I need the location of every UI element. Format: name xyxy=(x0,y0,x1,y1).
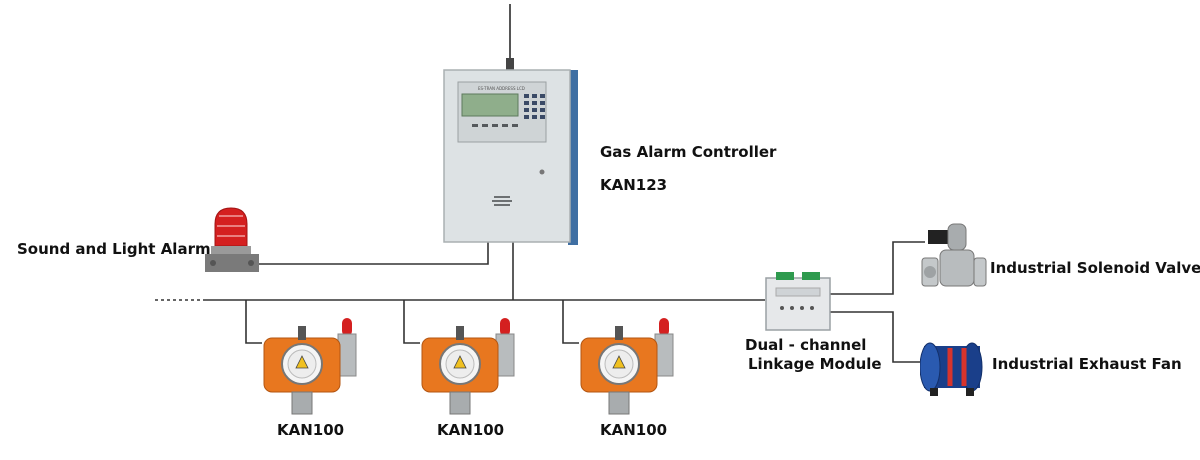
cabinet-lock-icon xyxy=(539,169,545,175)
gas-detector-3-icon xyxy=(580,318,674,415)
sound-light-alarm-label: Sound and Light Alarm xyxy=(17,240,211,258)
linkage-module-icon xyxy=(765,272,831,331)
detector-1-drop xyxy=(245,300,262,344)
panel-caption: ES-TRAN ADDRESS LCD xyxy=(478,86,525,91)
lcd-screen xyxy=(461,93,519,117)
detector-2-label: KAN100 xyxy=(437,421,505,439)
gas-detector-1-icon xyxy=(263,318,357,415)
solenoid-valve-label: Industrial Solenoid Valve xyxy=(990,259,1200,277)
controller-title: Gas Alarm Controller xyxy=(600,143,777,161)
speaker-grille-icon xyxy=(492,196,512,206)
detector-3-drop xyxy=(562,300,579,344)
fan-link-line xyxy=(830,311,920,363)
valve-link-line xyxy=(830,241,925,295)
linkage-module-label-line1: Dual - channel xyxy=(745,336,867,354)
cabinet-side-panel xyxy=(568,70,578,245)
sound-light-alarm-icon xyxy=(205,207,259,272)
detector-1-label: KAN100 xyxy=(277,421,345,439)
linkage-module-label-line2: Linkage Module xyxy=(748,355,882,373)
solenoid-valve-icon xyxy=(921,223,987,287)
keypad xyxy=(524,94,545,119)
indicator-row xyxy=(472,124,518,127)
gas-alarm-controller-cabinet: ES-TRAN ADDRESS LCD xyxy=(443,4,578,245)
exhaust-fan-icon xyxy=(920,342,983,396)
exhaust-fan-label: Industrial Exhaust Fan xyxy=(992,355,1182,373)
detector-2-drop xyxy=(403,300,420,344)
gas-detector-2-icon xyxy=(421,318,515,415)
controller-model: KAN123 xyxy=(600,176,668,194)
alarm-link-line xyxy=(257,240,489,265)
detector-3-label: KAN100 xyxy=(600,421,668,439)
